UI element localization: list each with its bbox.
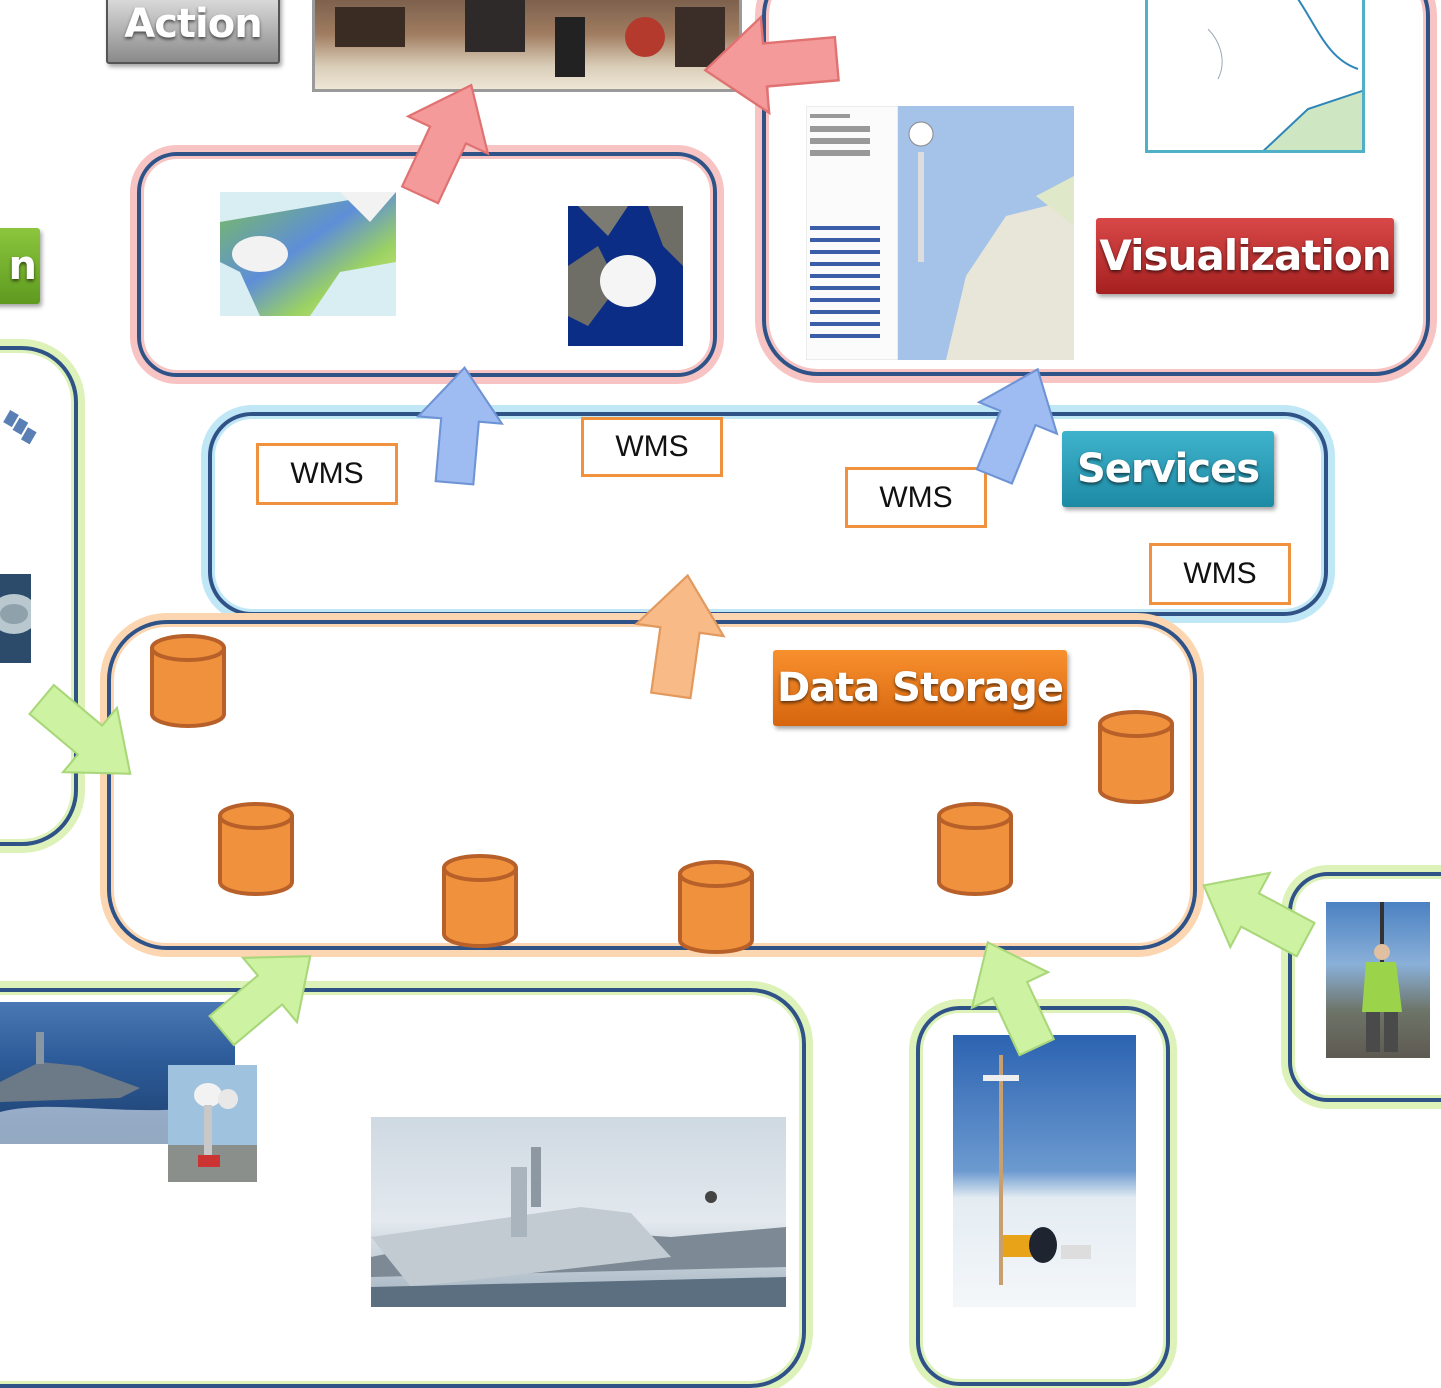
sea-ice-map [568, 206, 683, 346]
wms-box: WMS [845, 467, 987, 528]
action-label: Action [106, 0, 280, 64]
satellite-image [0, 398, 40, 468]
operations-room-photo [312, 0, 742, 92]
data-storage-label: Data Storage [773, 650, 1067, 726]
radar-antenna-photo [0, 574, 31, 663]
services-label: Services [1062, 431, 1274, 507]
services-frame [208, 412, 1328, 616]
visualization-label: Visualization [1096, 218, 1394, 294]
wms-box: WMS [256, 443, 398, 505]
field-surveyor-photo [1326, 902, 1430, 1058]
map-viewer-screenshot [806, 106, 1074, 360]
ship-sensor-mast-photo [168, 1065, 257, 1182]
coast-guard-ship-photo [371, 1117, 786, 1307]
arctic-map [1145, 0, 1365, 153]
ice-weather-station-photo [953, 1035, 1136, 1307]
sea-temperature-map [220, 192, 396, 316]
wms-box: WMS [581, 417, 723, 477]
wms-box: WMS [1149, 543, 1291, 605]
field-survey-frame [1288, 872, 1441, 1102]
visualization-frame [762, 0, 1430, 376]
observation-label: n [0, 228, 40, 304]
